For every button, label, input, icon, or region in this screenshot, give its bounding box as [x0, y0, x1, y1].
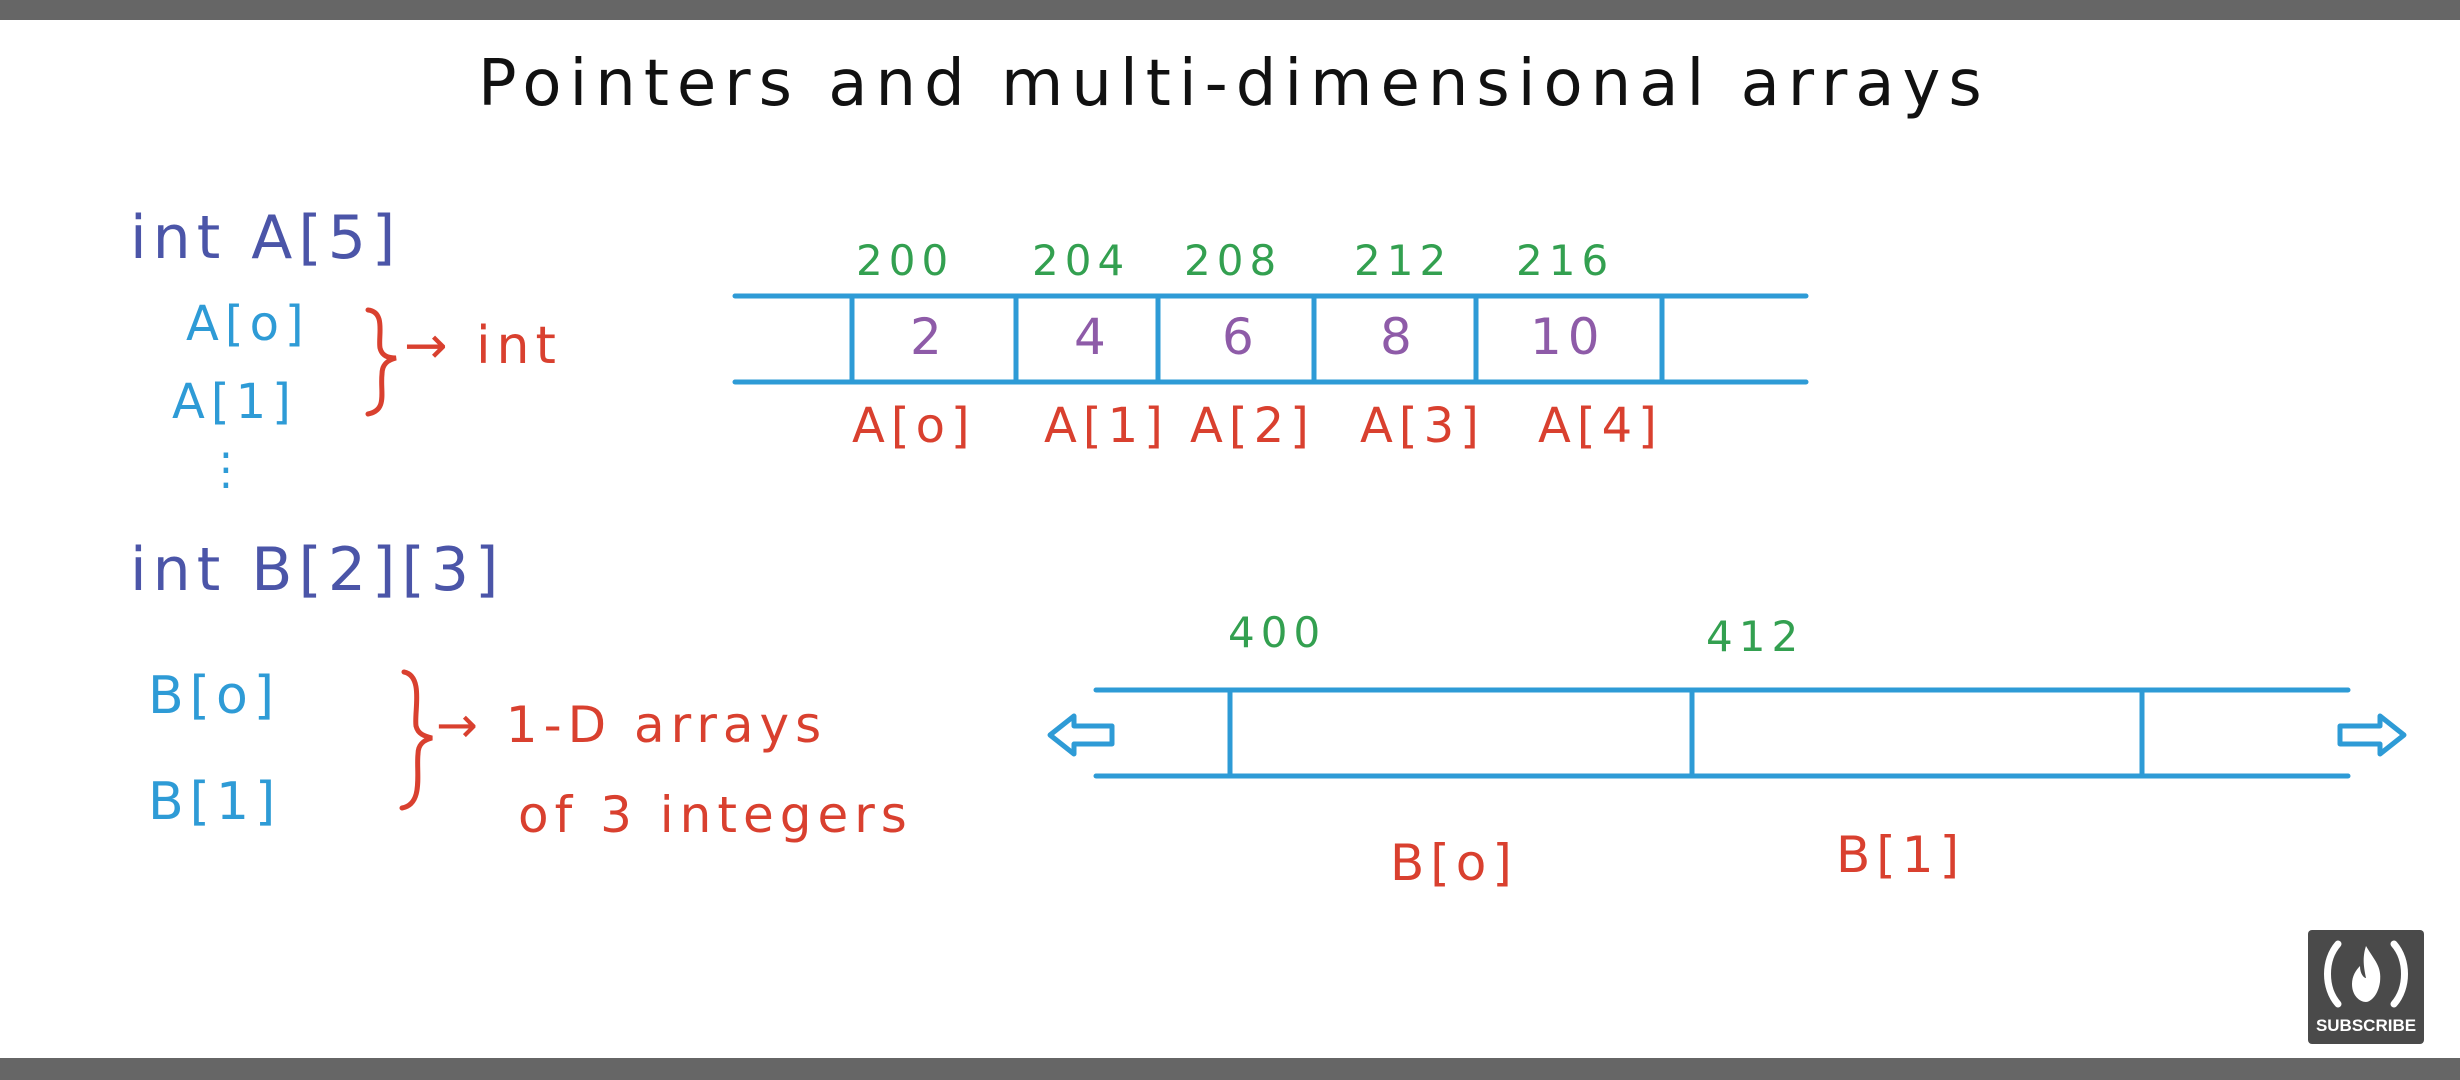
label-a1: A[1] — [1044, 398, 1169, 454]
address-a0: 200 — [856, 236, 955, 285]
flame-icon — [2324, 940, 2408, 1008]
row-type-label-line2: of 3 integers — [518, 786, 913, 844]
element-a0: A[o] — [186, 296, 310, 352]
element-type-label: → int — [404, 316, 562, 376]
brace-b — [399, 669, 433, 811]
address-a4: 216 — [1516, 236, 1615, 285]
label-a4: A[4] — [1538, 398, 1663, 454]
address-a2: 208 — [1184, 236, 1283, 285]
value-a3: 8 — [1380, 308, 1418, 366]
label-a2: A[2] — [1190, 398, 1315, 454]
value-a0: 2 — [910, 308, 948, 366]
decl-array-b: int B[2][3] — [130, 535, 505, 605]
row-type-label-line1: → 1-D arrays — [436, 696, 828, 754]
label-a0: A[o] — [852, 398, 976, 454]
top-bar — [0, 0, 2460, 20]
address-b0: 400 — [1228, 608, 1327, 657]
label-a3: A[3] — [1360, 398, 1485, 454]
address-b1: 412 — [1706, 612, 1805, 661]
element-a1: A[1] — [172, 374, 297, 430]
element-b1: B[1] — [148, 772, 282, 832]
address-a1: 204 — [1032, 236, 1131, 285]
right-arrow-icon — [2337, 713, 2407, 757]
label-b1: B[1] — [1836, 826, 1966, 884]
ellipsis: ⋮ — [204, 444, 254, 495]
label-b0: B[o] — [1390, 834, 1518, 892]
address-a3: 212 — [1354, 236, 1453, 285]
value-a4: 10 — [1530, 308, 1606, 366]
element-b0: B[o] — [148, 666, 281, 726]
subscribe-label: SUBSCRIBE — [2315, 1016, 2417, 1035]
left-arrow-icon — [1047, 713, 1115, 757]
subscribe-button[interactable]: SUBSCRIBE — [2308, 930, 2424, 1044]
decl-array-a: int A[5] — [130, 203, 402, 273]
page-title: Pointers and multi-dimensional arrays — [478, 47, 1990, 121]
value-a2: 6 — [1222, 308, 1260, 366]
value-a1: 4 — [1074, 308, 1112, 366]
brace-a — [365, 307, 397, 417]
bottom-bar — [0, 1058, 2460, 1080]
